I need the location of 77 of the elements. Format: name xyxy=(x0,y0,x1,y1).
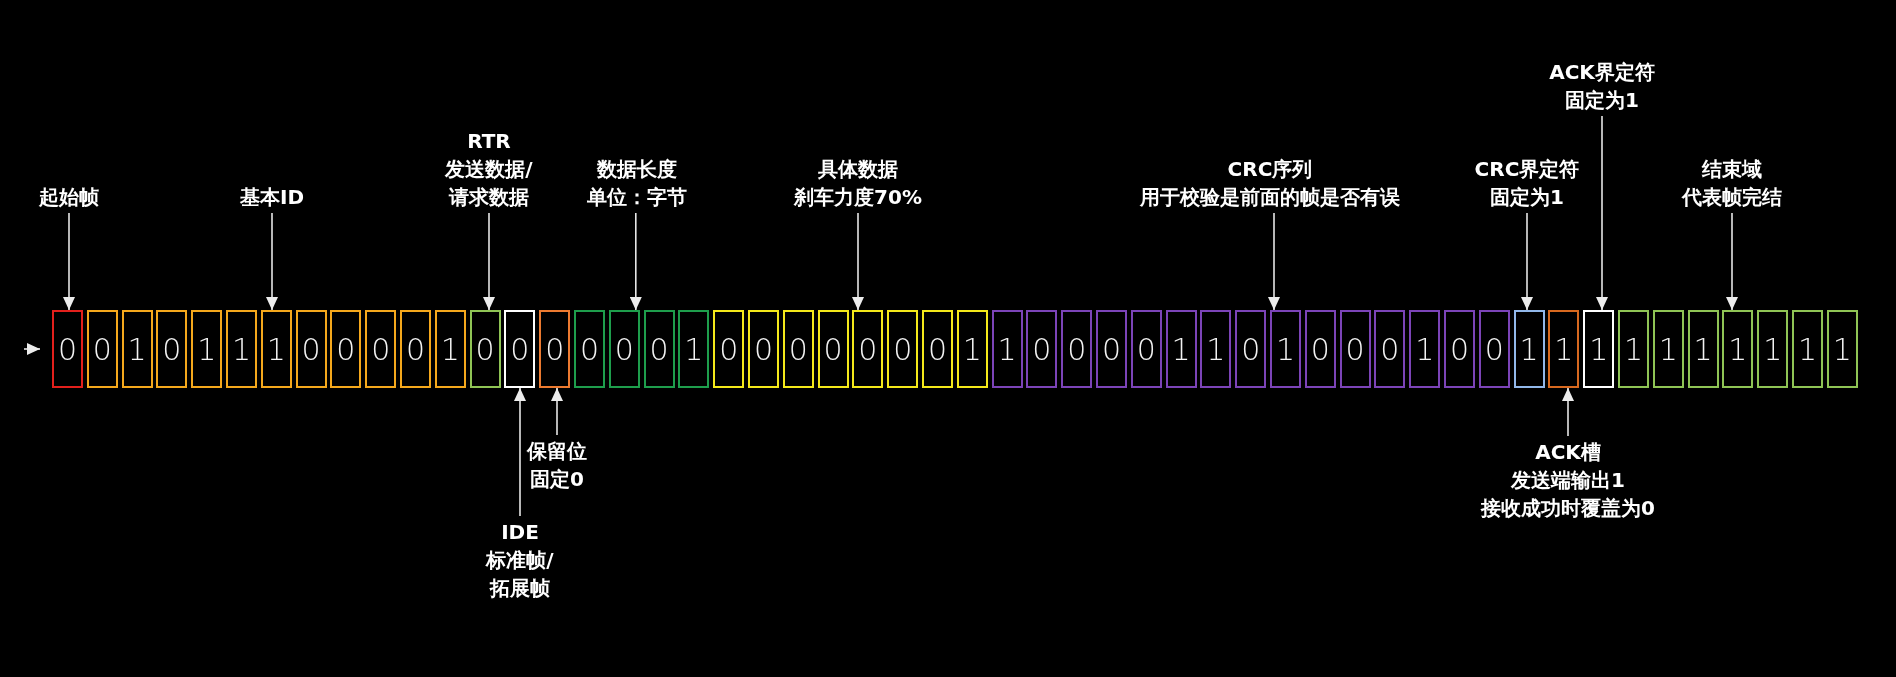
bit-cell: 1 xyxy=(1513,310,1545,388)
bit-cell: 1 xyxy=(191,310,223,388)
bit-cell: 1 xyxy=(121,310,153,388)
leader-line xyxy=(1726,212,1738,311)
bit-cell: 0 xyxy=(365,310,397,388)
leader-line xyxy=(852,212,864,311)
annotation-label: ACK槽 发送端输出1 接收成功时覆盖为0 xyxy=(1481,438,1655,522)
bit-cell: 1 xyxy=(678,310,710,388)
bit-cell: 1 xyxy=(1200,310,1232,388)
annotation-label: 数据长度 单位：字节 xyxy=(587,155,687,211)
bit-cell: 0 xyxy=(504,310,536,388)
leader-line xyxy=(63,212,75,311)
bit-cell: 0 xyxy=(1061,310,1093,388)
bit-cell: 1 xyxy=(1270,310,1301,388)
leader-line xyxy=(1521,212,1533,311)
annotation-label: 结束域 代表帧完结 xyxy=(1682,155,1782,211)
bit-cell: 1 xyxy=(1652,310,1684,388)
bit-cell: 0 xyxy=(86,310,118,388)
bit-cell: 1 xyxy=(1826,310,1858,388)
bit-cell: 0 xyxy=(748,310,779,388)
bit-cell: 0 xyxy=(608,310,640,388)
bit-cell: 1 xyxy=(226,310,257,388)
bit-cell: 0 xyxy=(156,310,188,388)
bit-cell: 0 xyxy=(782,310,814,388)
leader-line xyxy=(1562,387,1574,437)
bit-cell: 0 xyxy=(400,310,431,388)
bit-cell: 1 xyxy=(991,310,1023,388)
annotation-label: RTR 发送数据/请求数据 xyxy=(443,127,535,211)
leader-line xyxy=(1596,115,1608,311)
leader-line xyxy=(514,387,526,517)
bit-cell: 0 xyxy=(1096,310,1127,388)
bit-cell: 0 xyxy=(1444,310,1475,388)
bit-cell: 0 xyxy=(922,310,953,388)
bit-cell: 1 xyxy=(1722,310,1754,388)
bit-cell: 0 xyxy=(1339,310,1371,388)
leader-line xyxy=(1268,212,1280,311)
annotation-label: 基本ID xyxy=(240,183,304,211)
bit-cell: 1 xyxy=(434,310,466,388)
bit-cell: 0 xyxy=(574,310,605,388)
bit-cell: 0 xyxy=(852,310,884,388)
annotation-label: ACK界定符 固定为1 xyxy=(1549,58,1655,114)
annotation-label: 保留位 固定0 xyxy=(527,437,587,493)
bit-cell: 0 xyxy=(713,310,745,388)
bit-cell: 1 xyxy=(1409,310,1441,388)
bit-cell: 0 xyxy=(1478,310,1510,388)
bit-cell: 0 xyxy=(469,310,501,388)
bit-cell: 1 xyxy=(1548,310,1580,388)
bit-cell: 1 xyxy=(260,310,292,388)
bit-cell: 1 xyxy=(1757,310,1789,388)
bit-cell: 0 xyxy=(1130,310,1162,388)
bit-cell: 0 xyxy=(1235,310,1267,388)
bit-cell: 1 xyxy=(1618,310,1649,388)
annotation-label: CRC界定符 固定为1 xyxy=(1474,155,1580,211)
bit-cell: 0 xyxy=(330,310,362,388)
bit-cell: 0 xyxy=(817,310,849,388)
leader-line xyxy=(483,212,495,311)
bit-cell: 0 xyxy=(1374,310,1406,388)
bit-cell: 1 xyxy=(1165,310,1197,388)
bit-cell: 1 xyxy=(1792,310,1823,388)
annotation-label: IDE 标准帧/拓展帧 xyxy=(484,518,556,602)
annotation-label: 具体数据 刹车力度70% xyxy=(794,155,922,211)
bit-cell: 0 xyxy=(1026,310,1058,388)
bit-cell: 0 xyxy=(539,310,571,388)
arrow xyxy=(23,343,41,355)
leader-line xyxy=(629,212,642,311)
annotation-label: 起始帧 xyxy=(39,183,99,211)
bit-cell: 1 xyxy=(956,310,988,388)
bit-cell: 1 xyxy=(1687,310,1719,388)
bit-cell: 0 xyxy=(643,310,675,388)
bit-cell: 0 xyxy=(887,310,919,388)
bit-cell: 0 xyxy=(295,310,327,388)
annotation-label: CRC序列 用于校验是前面的帧是否有误 xyxy=(1140,155,1400,211)
bit-cell: 0 xyxy=(52,310,83,388)
leader-line xyxy=(266,212,278,311)
bit-cell: 0 xyxy=(1304,310,1336,388)
bit-cell: 1 xyxy=(1583,310,1615,388)
leader-line xyxy=(551,387,563,436)
